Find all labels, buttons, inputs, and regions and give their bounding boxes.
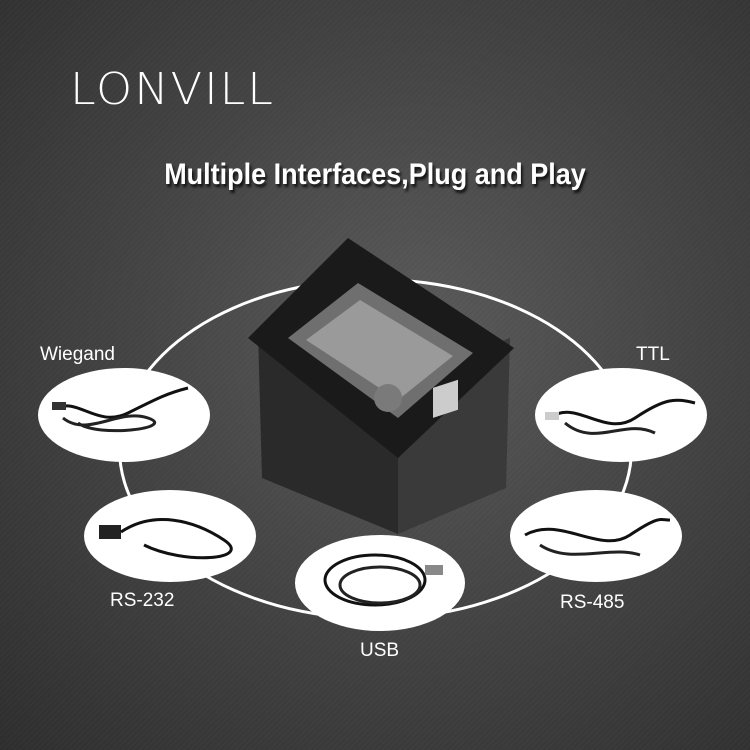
wiegand-cable-image xyxy=(38,368,210,462)
rs485-cable-image xyxy=(510,490,682,582)
usb-cable-image xyxy=(295,535,465,631)
rs232-cable-image xyxy=(84,490,256,582)
headline: Multiple Interfaces,Plug and Play xyxy=(164,158,586,191)
label-rs485: RS-485 xyxy=(560,592,625,613)
label-wiegand: Wiegand xyxy=(40,344,115,365)
brand-logo: LONVILL xyxy=(70,63,275,115)
label-ttl: TTL xyxy=(636,344,670,365)
ttl-cable-image xyxy=(535,368,707,462)
label-rs232: RS-232 xyxy=(110,590,175,611)
label-usb: USB xyxy=(360,640,400,661)
barcode-scanner-module-image xyxy=(248,238,514,534)
